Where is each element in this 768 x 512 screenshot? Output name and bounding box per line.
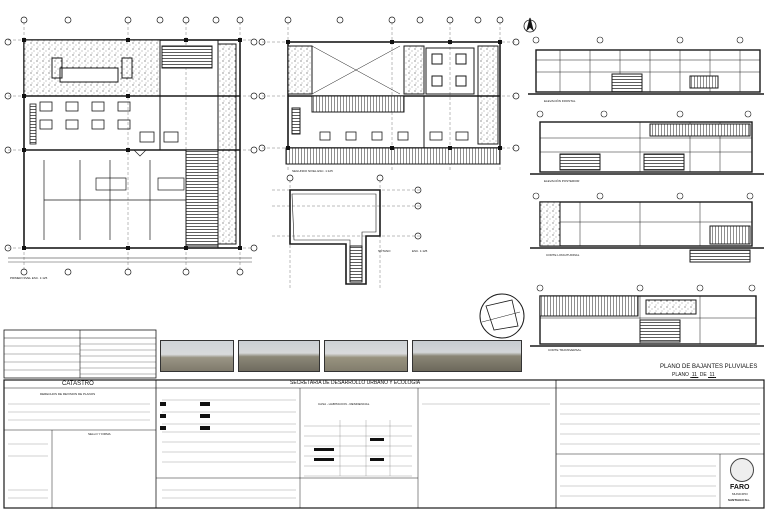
sheet-number-line: PLANO 11 DE 11 [672,372,716,378]
logo-sub2: SANTIAGO N.L. [728,498,751,502]
logo-name: FARO [730,484,750,491]
uso-label: CASA - HABITACION - RESIDENCIAL [318,402,370,406]
site-photo-2 [238,340,320,372]
basement-scale-label: ESC. 1:125 [412,249,428,253]
catastro-subheading: DERECHOS DE REVISION DE PLANOS [40,392,96,396]
site-photo-4 [412,340,522,372]
rear-elevation-label: ELEVACIÓN POSTERIOR [544,179,580,183]
basement-label: SÓTANO [378,249,391,253]
municipal-seal-icon [730,458,754,482]
plano-number: 11 [691,372,697,378]
plano-label: PLANO [672,372,689,378]
total-sheets: 11 [709,372,715,378]
secretaria-heading: SECRETARIA DE DESARROLLO URBANO Y ECOLOG… [290,380,421,386]
cross-section-label: CORTE TRANSVERSAL [548,348,582,352]
logo-sub1: MUNICIPIO [732,492,748,496]
ground-floor-label: PRIMER NIVEL ESC. 1:125 [10,276,48,280]
sheet-title: PLANO DE BAJANTES PLUVIALES [660,364,758,370]
de-label: DE [699,372,707,378]
site-photo-3 [324,340,408,372]
longitudinal-section-label: CORTE LONGITUDINAL [546,253,580,257]
site-photo-1 [160,340,234,372]
catastro-heading: CATASTRO [62,381,94,387]
front-elevation-label: ELEVACIÓN FRONTAL [544,99,576,103]
second-floor-label: SEGUNDO NIVEL ESC. 1:125 [292,169,333,173]
sello-heading: SELLO Y FIRMA [88,432,111,436]
